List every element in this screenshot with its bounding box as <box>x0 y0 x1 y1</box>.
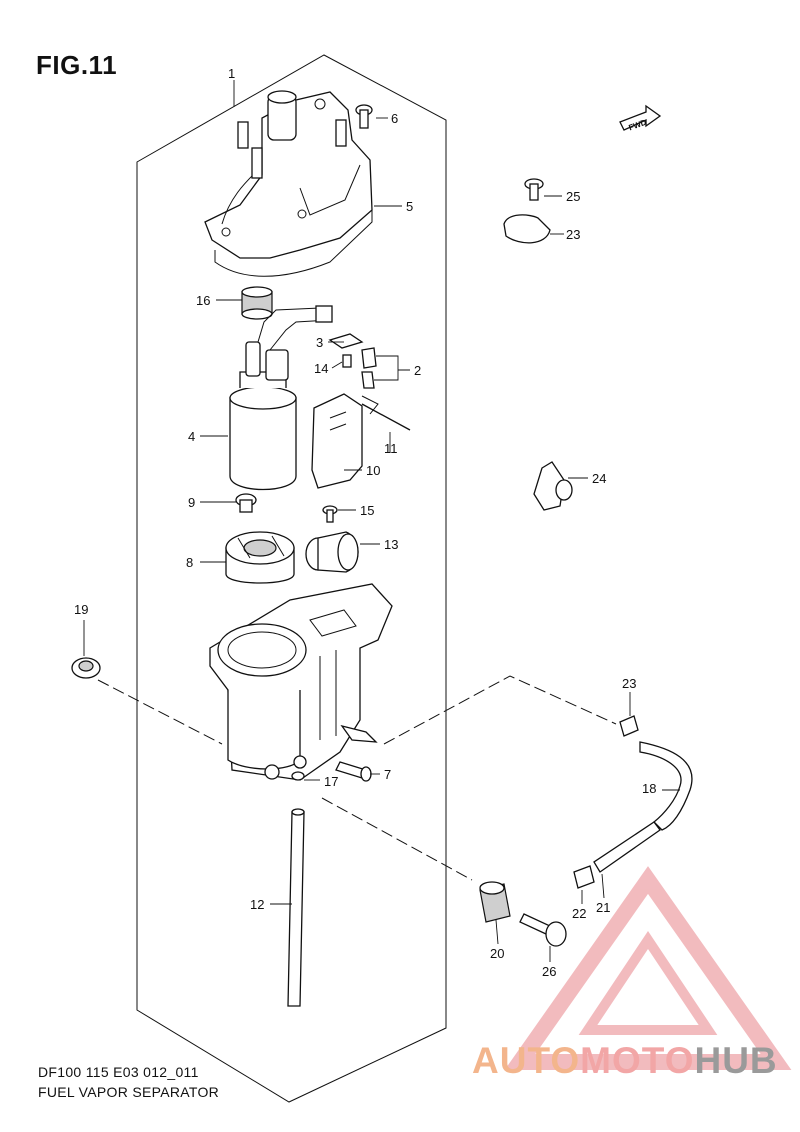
callout-25: 25 <box>566 189 580 204</box>
figure-title: FIG.11 <box>36 50 118 80</box>
callout-15: 15 <box>360 503 374 518</box>
callout-5: 5 <box>406 199 413 214</box>
callout-13: 13 <box>384 537 398 552</box>
clamp-22 <box>573 865 595 889</box>
grommet-9 <box>235 493 257 513</box>
bracket-24 <box>533 461 573 511</box>
watermark-auto: AUTO <box>472 1040 581 1081</box>
callout-21: 21 <box>596 900 610 915</box>
callout-20: 20 <box>490 946 504 961</box>
callout-23-top: 23 <box>566 227 580 242</box>
grommet-20 <box>479 881 511 923</box>
grommet-19 <box>71 657 101 679</box>
bolt-6 <box>355 104 373 129</box>
hose-18 <box>593 741 693 873</box>
callout-19: 19 <box>74 602 88 617</box>
clamp-23-hose <box>619 715 639 737</box>
hose-12 <box>287 808 305 1007</box>
callout-7: 7 <box>384 767 391 782</box>
callout-4: 4 <box>188 429 195 444</box>
callout-6: 6 <box>391 111 398 126</box>
watermark-text: AUTOMOTOHUB <box>472 1040 778 1082</box>
model-code: DF100 115 E03 012_011 <box>38 1064 199 1080</box>
washer-17 <box>291 771 305 781</box>
clip-3 <box>328 333 364 349</box>
callout-22: 22 <box>572 906 586 921</box>
callout-8: 8 <box>186 555 193 570</box>
callout-17: 17 <box>324 774 338 789</box>
assembly-boundary-box <box>136 54 447 1103</box>
watermark-hub: HUB <box>694 1040 778 1081</box>
pin-11 <box>361 395 411 431</box>
bolt-25 <box>524 178 544 201</box>
callout-3: 3 <box>316 335 323 350</box>
callout-16: 16 <box>196 293 210 308</box>
figure-name: FUEL VAPOR SEPARATOR <box>38 1084 220 1100</box>
callout-14: 14 <box>314 361 328 376</box>
callout-9: 9 <box>188 495 195 510</box>
filter-10 <box>311 393 363 489</box>
screw-14 <box>342 354 352 368</box>
callout-24: 24 <box>592 471 606 486</box>
callout-10: 10 <box>366 463 380 478</box>
callout-12: 12 <box>250 897 264 912</box>
clamp-23-top <box>503 214 551 244</box>
callout-1: 1 <box>228 66 235 81</box>
bolt-26 <box>519 913 567 947</box>
bolt-7 <box>335 761 372 782</box>
screw-15 <box>322 505 338 523</box>
watermark-moto: MOTO <box>580 1040 695 1081</box>
callout-23-hose: 23 <box>622 676 636 691</box>
fwd-arrow-icon <box>619 104 662 131</box>
callout-2: 2 <box>414 363 421 378</box>
callout-26: 26 <box>542 964 556 979</box>
separator-body <box>209 583 393 781</box>
grommet-16 <box>241 286 273 320</box>
callout-11: 11 <box>384 441 398 456</box>
fuel-pump-4 <box>229 305 333 491</box>
top-cover-assembly <box>204 90 373 277</box>
pressure-regulator-13 <box>305 531 359 573</box>
strainer-holder-8 <box>225 531 295 584</box>
callout-18: 18 <box>642 781 656 796</box>
fittings-2 <box>361 347 377 389</box>
watermark-triangle-logo <box>504 866 792 1070</box>
